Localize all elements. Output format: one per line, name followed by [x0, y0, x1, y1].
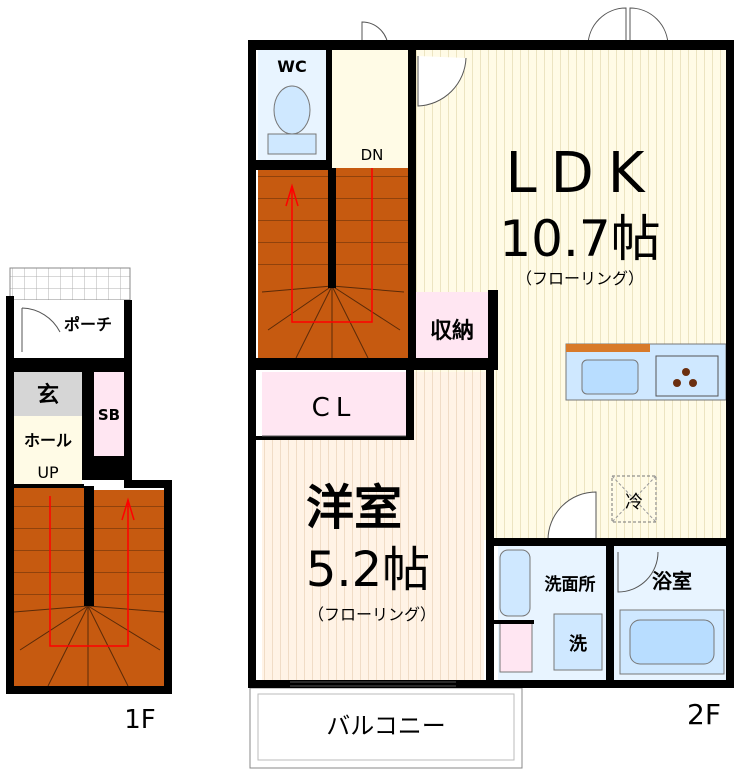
entrance-floor	[14, 372, 82, 416]
second-floor-walls	[248, 40, 734, 688]
washer-label: 洗	[569, 633, 587, 655]
window-lines	[262, 435, 456, 687]
ldk-door-swing	[417, 56, 467, 107]
toilet-icon	[273, 85, 311, 135]
hall-label: ホール	[24, 431, 72, 450]
burner-icon	[689, 379, 697, 387]
washroom-label: 洗面所	[545, 574, 596, 595]
balcony-railing	[257, 693, 515, 761]
sink-icon	[581, 359, 639, 395]
second-floor: WC DN LDK 10.7帖 （フローリング） 収納 CL 洋室 5.2帖 （…	[248, 7, 734, 769]
stairs-2f-winder-lines	[261, 285, 405, 359]
first-floor: ポーチ 玄 ホール UP SB 1F	[6, 267, 172, 735]
shoe-box-area	[94, 372, 124, 456]
western-room-upper-floor	[408, 372, 490, 440]
fridge-label: 冷	[625, 492, 643, 513]
shoe-box-label: SB	[98, 406, 120, 424]
door-swing-top-2	[587, 7, 627, 47]
ldk-name-label: LDK	[505, 141, 658, 206]
balcony-area	[249, 687, 523, 769]
western-name-label: 洋室	[306, 480, 402, 536]
bathroom-door-swing	[617, 551, 659, 593]
burner-icon	[673, 379, 681, 387]
ldk-size-label: 10.7帖	[499, 210, 660, 268]
toilet-tank-icon	[267, 133, 317, 155]
stair-2f-direction-line	[291, 168, 373, 323]
hall-floor	[14, 416, 82, 484]
up-label: UP	[37, 463, 59, 482]
western-floor-label: （フローリング）	[308, 605, 436, 624]
counter-top-strip	[566, 344, 650, 352]
first-floor-label: 1F	[124, 705, 156, 735]
second-floor-label: 2F	[687, 698, 721, 731]
down-label: DN	[361, 146, 384, 164]
fridge-outline	[611, 475, 657, 523]
stair-arrow-icon	[121, 497, 135, 521]
bathroom-label: 浴室	[652, 569, 692, 593]
porch-label: ポーチ	[64, 315, 112, 334]
porch-door-swing	[21, 307, 61, 352]
door-swing-top-3	[629, 7, 669, 47]
washer-area	[553, 613, 603, 671]
upper-hall-floor	[330, 50, 408, 168]
balcony-label: バルコニー	[326, 712, 446, 740]
wash-basin-icon	[499, 549, 531, 617]
wc-label: WC	[277, 57, 306, 76]
storage-area	[416, 292, 490, 358]
ldk-floor-label: （フローリング）	[516, 269, 644, 288]
stove-icon	[655, 355, 719, 397]
bathtub-basin-icon	[629, 619, 715, 665]
stair-2f-arrow-icon	[285, 183, 299, 207]
closet-label: CL	[312, 393, 357, 423]
western-size-label: 5.2帖	[306, 542, 430, 598]
washroom-door-swing	[547, 491, 597, 541]
fridge-diagonal	[611, 475, 657, 523]
western-room-floor	[262, 440, 484, 680]
entrance-label: 玄	[37, 382, 59, 408]
closet-area	[262, 372, 406, 436]
stair-direction-line	[49, 496, 129, 647]
burner-icon	[682, 368, 690, 376]
first-floor-walls	[6, 296, 172, 694]
wash-cabinet	[499, 621, 533, 673]
porch-tiles	[9, 267, 131, 301]
storage-label: 収納	[430, 318, 474, 344]
